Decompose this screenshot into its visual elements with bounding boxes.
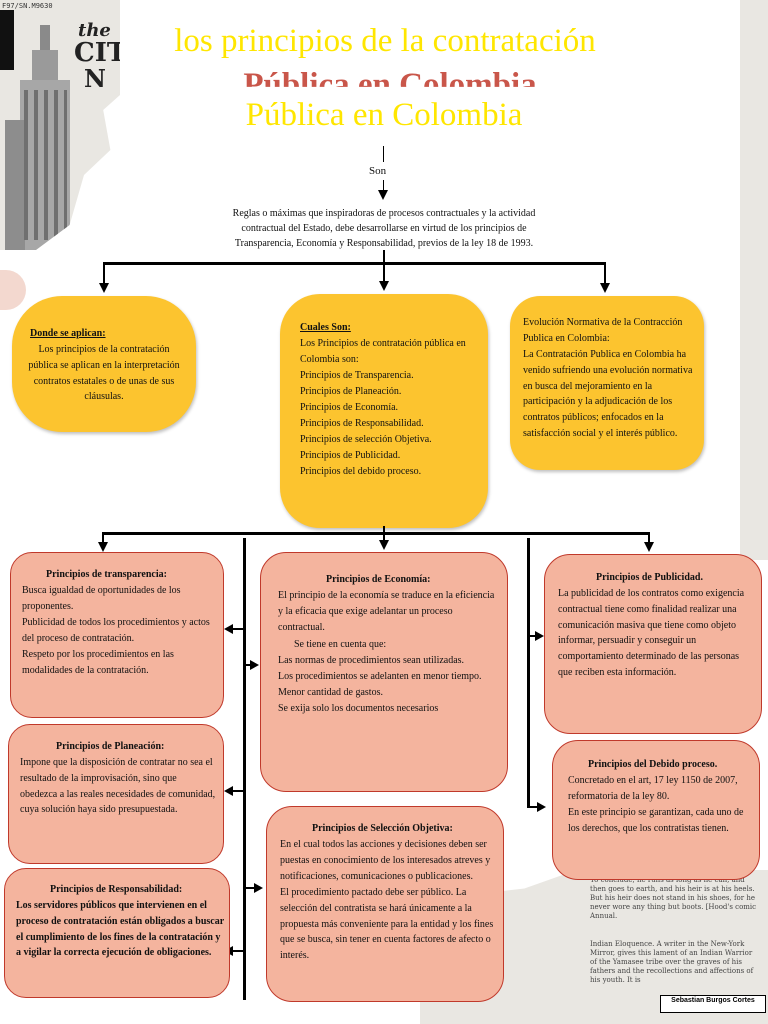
economia-item: Las normas de procedimientos sean utiliz… [278,655,465,666]
connector-intro-trunk [383,250,385,264]
seleccion-body1: En el cual todos las acciones y decision… [280,839,491,882]
economia-heading: Principios de Economía: [326,574,431,585]
donde-heading: Donde se aplican: [30,328,106,339]
author-name: Sebastian Burgos Cortes [671,997,755,1004]
economia-body: El principio de la economía se traduce e… [278,590,495,633]
arrow-right-economia [250,660,259,670]
flower-decoration [0,270,26,310]
node-cuales-son [280,294,488,528]
newspaper-collage-top-left: F97/SN.M9630 the CIT N [0,0,120,250]
connector-to-transparencia-side [232,628,244,630]
cuales-item: Principios de selección Objetiva. [300,434,432,445]
responsabilidad-body: Los servidores públicos que intervienen … [16,900,224,959]
cuales-item: Principios de Economía. [300,402,399,413]
responsabilidad-heading: Principios de Responsabilidad: [50,884,183,895]
page-title-line2: Pública en Colombia [245,97,523,133]
connector-to-responsabilidad-side [232,950,244,952]
newspaper-text-block-1: To conclude, he runs as long as he can, … [590,876,757,920]
connector-son-intro [383,180,384,191]
transparencia-heading: Principios de transparencia: [46,569,167,580]
son-label: Son [369,165,387,177]
arrow-to-transparencia [98,542,108,552]
arrow-left-transparencia [224,624,233,634]
newspaper-masthead-n: N [84,64,106,93]
newspaper-top-snippet: F97/SN.M9630 [2,2,53,10]
planeacion-heading: Principios de Planeación: [56,741,165,752]
node-donde-se-aplican [12,296,196,432]
author-box [660,995,766,1013]
connector-to-economia [383,532,385,542]
arrow-son-intro [378,190,388,200]
title-ghost: Pública en Colombia [243,67,537,103]
connector-to-evolucion [604,262,606,284]
publicidad-body: La publicidad de los contratos como exig… [558,588,745,678]
cuales-intro: Los Principios de contratación pública e… [300,338,466,365]
page-title-line1: los principios de la contratación [174,23,596,59]
arrow-left-planeacion [224,786,233,796]
economia-item: Se exija solo los documentos necesarios [278,703,439,714]
cuales-heading: Cuales Son: [300,322,351,333]
transparencia-line: Respeto por los procedimientos en las mo… [22,649,174,676]
node-evolucion-normativa [510,296,704,470]
newspaper-collage-right-edge [740,0,768,560]
connector-to-publicidad-side [528,635,536,637]
seleccion-body2: El procedimiento pactado debe ser públic… [280,887,494,962]
connector-cuales-trunk [383,526,385,536]
arrow-to-cuales [379,281,389,291]
connector-right-bus [527,538,530,808]
connector-pink-horizontal [102,532,650,535]
intro-text: Reglas o máximas que inspiradoras de pro… [232,208,536,249]
cuales-item: Principios del debido proceso. [300,466,422,477]
connector-to-planeacion-side [232,790,244,792]
node-principios-seleccion-objetiva [266,806,504,1002]
arrow-to-economia [379,540,389,550]
connector-to-economia-side [244,664,252,666]
node-principios-publicidad [544,554,762,734]
connector-left-bus [243,538,246,1000]
arrow-right-debido [537,802,546,812]
publicidad-heading: Principios de Publicidad. [596,572,703,583]
node-principios-transparencia [10,552,224,718]
connector-to-transparencia [102,532,104,544]
cuales-item: Principios de Responsabilidad. [300,418,424,429]
connector-title-son [383,146,384,162]
seleccion-heading: Principios de Selección Objetiva: [312,823,453,834]
cuales-item: Principios de Transparencia. [300,370,414,381]
connector-to-debido-side [528,806,538,808]
evolucion-heading: Evolución Normativa de la Contracción Pu… [523,317,683,344]
skyscraper-illustration [0,10,70,250]
debido-heading: Principios del Debido proceso. [588,759,718,770]
planeacion-body: Impone que la disposición de contratar n… [20,757,216,816]
economia-item: Los procedimientos se adelanten en menor… [278,671,482,682]
donde-body: Los principios de la contratación públic… [28,344,180,403]
arrow-to-evolucion [600,283,610,293]
evolucion-body: La Contratación Publica en Colombia ha v… [523,349,693,439]
transparencia-line: Busca igualdad de oportunidades de los p… [22,585,181,612]
connector-to-publicidad [648,532,650,544]
debido-body2: En este principio se garantizan, cada un… [568,807,744,834]
newspaper-masthead-the: the [78,20,111,41]
arrow-to-donde [99,283,109,293]
newspaper-masthead-city: CIT [74,38,120,68]
connector-yellow-horizontal [103,262,606,265]
debido-body1: Concretado en el art, 17 ley 1150 de 200… [568,775,738,802]
transparencia-line: Publicidad de todos los procedimientos y… [22,617,210,644]
connector-to-cuales [383,262,385,282]
cuales-item: Principios de Planeación. [300,386,402,397]
economia-item: Menor cantidad de gastos. [278,687,383,698]
arrow-right-seleccion [254,883,263,893]
node-principios-debido-proceso [552,740,760,880]
node-principios-planeacion [8,724,224,864]
arrow-to-publicidad [644,542,654,552]
economia-subhead: Se tiene en cuenta que: [294,639,387,650]
newspaper-text-block-2: Indian Eloquence. A writer in the New-Yo… [590,940,754,984]
arrow-right-publicidad [535,631,544,641]
cuales-item: Principios de Publicidad. [300,450,401,461]
connector-to-seleccion-side [244,887,254,889]
node-principios-responsabilidad [4,868,230,998]
connector-to-donde [103,262,105,284]
node-principios-economia [260,552,508,792]
